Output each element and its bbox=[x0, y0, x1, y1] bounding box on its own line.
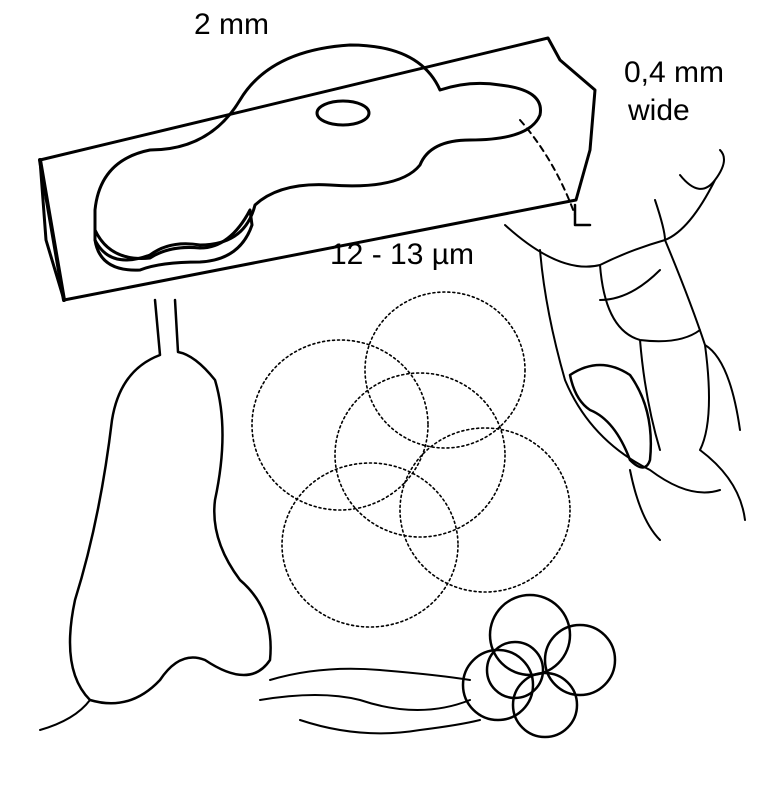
fruit-body-sketch bbox=[93, 43, 592, 272]
spore-cluster bbox=[251, 291, 571, 628]
tissue-cells bbox=[504, 149, 746, 541]
wood-substrate bbox=[38, 36, 597, 302]
length-label: 2 mm bbox=[194, 8, 269, 41]
hatched-spores bbox=[259, 593, 617, 739]
spore-size-label: 12 - 13 µm bbox=[330, 238, 475, 271]
flask-cell bbox=[39, 298, 471, 731]
width-value-label: 0,4 mm bbox=[624, 56, 725, 89]
width-unit-label: wide bbox=[628, 94, 690, 127]
